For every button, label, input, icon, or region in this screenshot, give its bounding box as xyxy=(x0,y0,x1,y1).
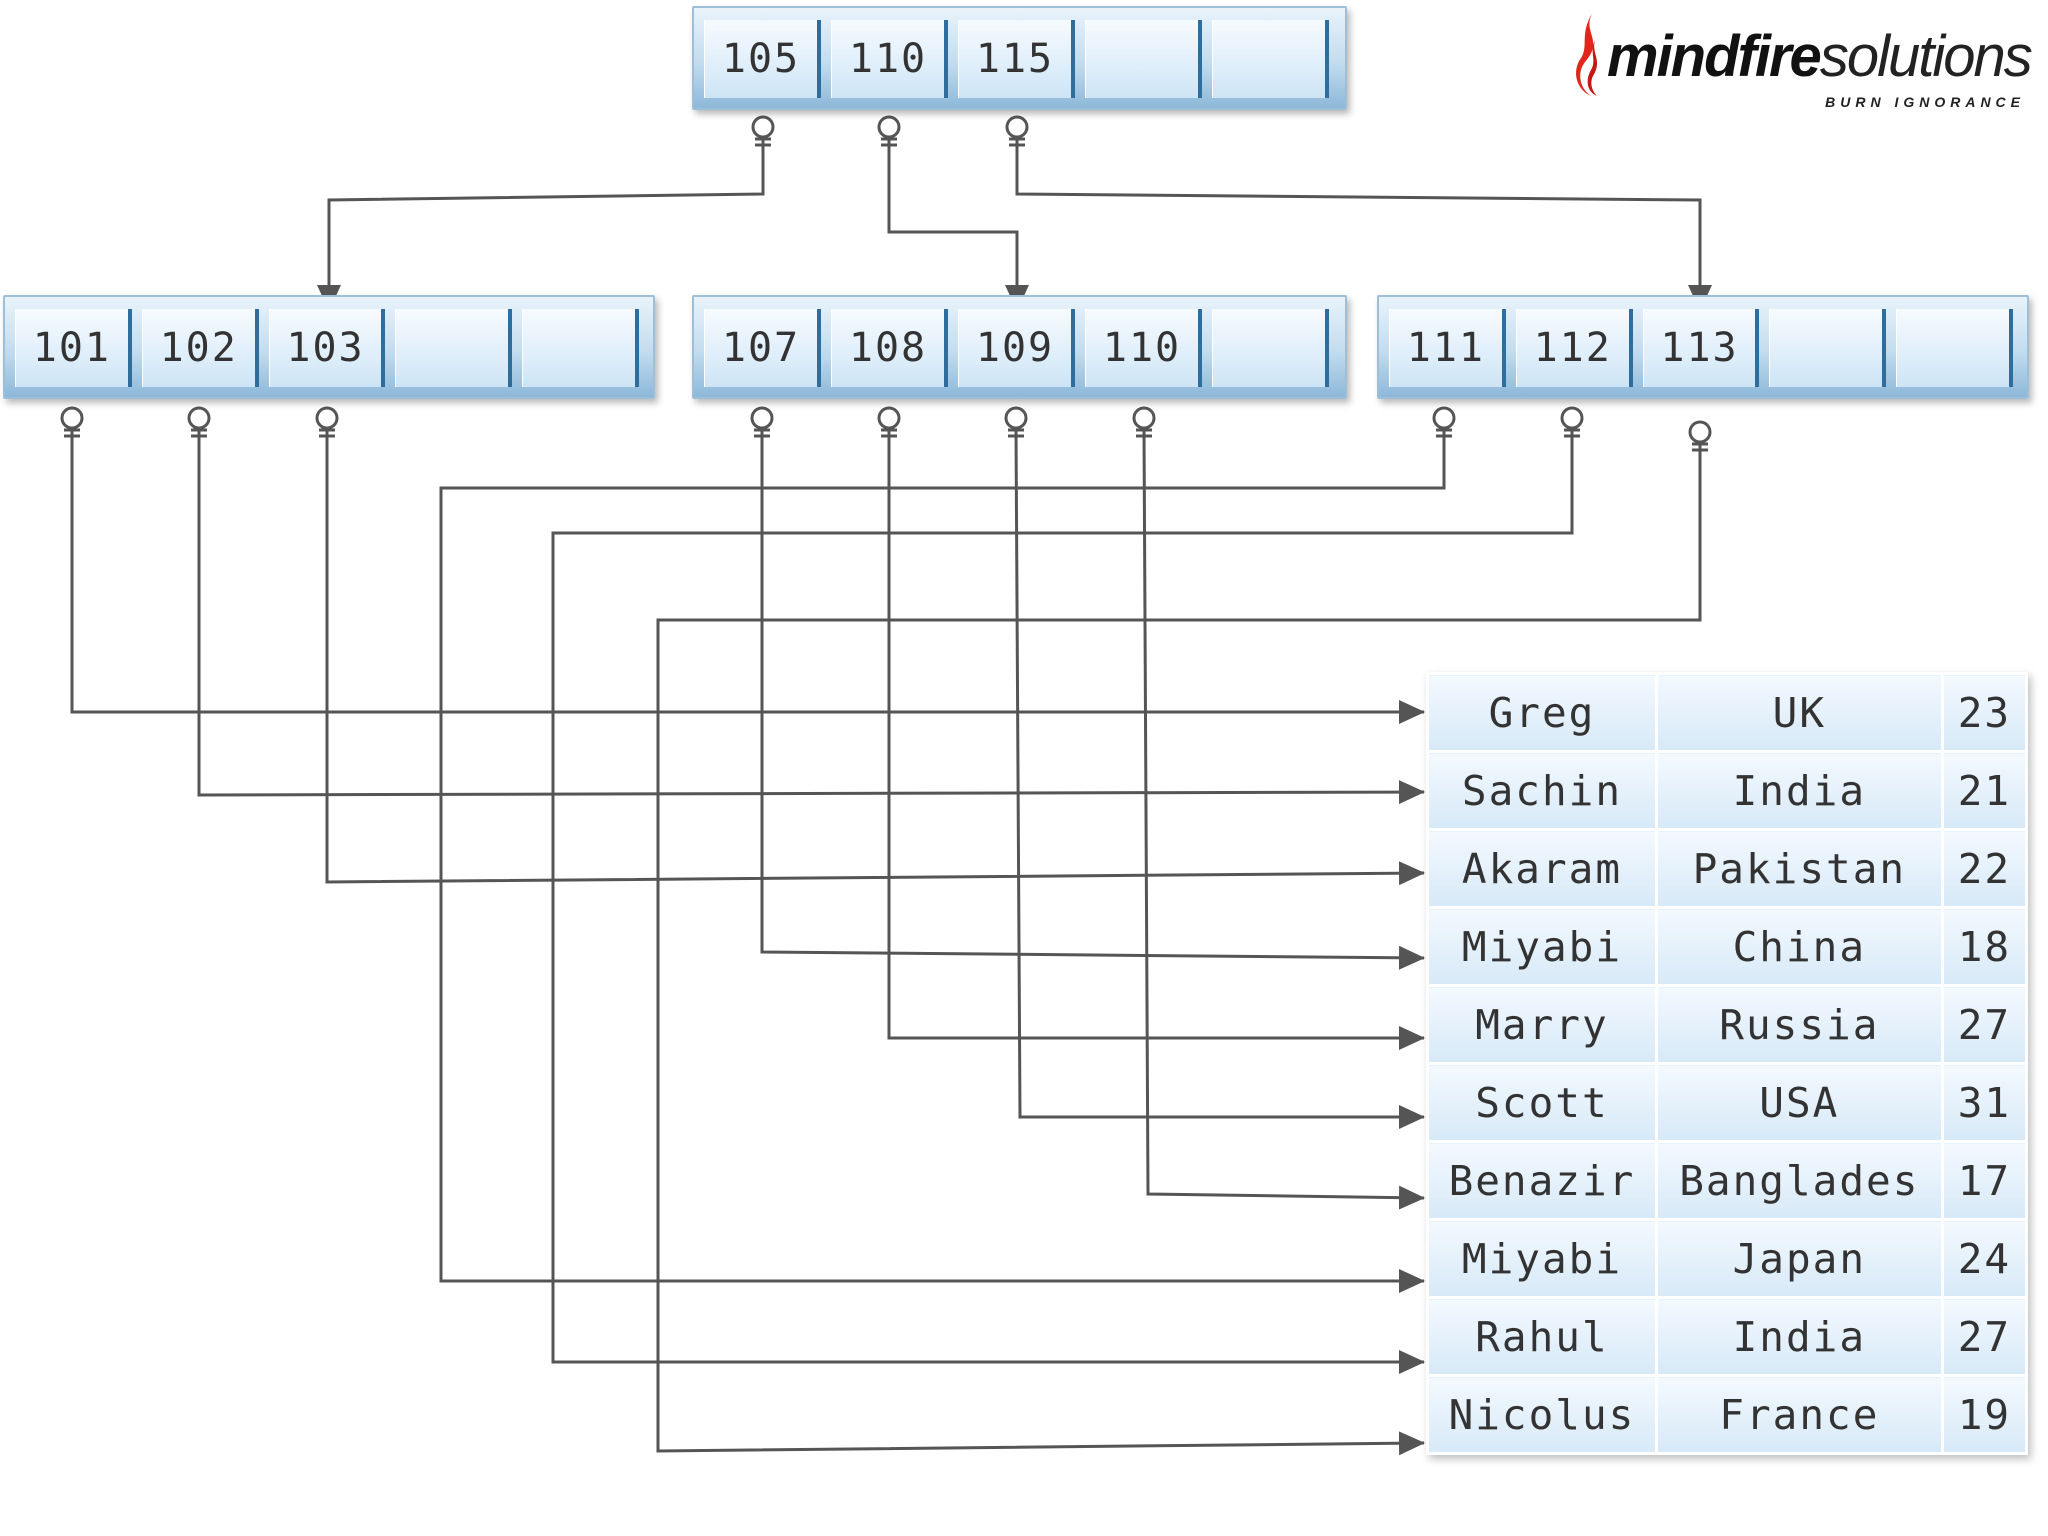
cell-country: France xyxy=(1654,1374,1944,1455)
cell-country: India xyxy=(1654,1296,1944,1377)
cell-country: India xyxy=(1654,750,1944,831)
cell-name: Miyabi xyxy=(1426,906,1658,987)
leaf-key-cell xyxy=(1212,309,1329,387)
root-key-cell xyxy=(1085,20,1202,98)
connector-101-to-row xyxy=(70,430,1425,724)
connector-port xyxy=(1560,406,1584,430)
cell-age: 24 xyxy=(1940,1218,2029,1299)
flame-icon xyxy=(1576,12,1598,96)
logo-brand-text: mindfire xyxy=(1607,24,1822,89)
leaf-key-cell: 112 xyxy=(1515,309,1633,387)
connector-103-to-row xyxy=(325,430,1425,886)
connector-port xyxy=(1688,420,1712,444)
cell-country: UK xyxy=(1654,672,1944,753)
cell-country: Japan xyxy=(1654,1218,1944,1299)
cell-country: USA xyxy=(1654,1062,1944,1143)
leaf-key-cell: 107 xyxy=(704,309,821,387)
root-node: 105 110 115 xyxy=(692,6,1347,110)
connector-port xyxy=(1432,406,1456,430)
cell-name: Sachin xyxy=(1426,750,1658,831)
cell-country: Pakistan xyxy=(1654,828,1944,909)
connector-port xyxy=(877,406,901,430)
connector-port xyxy=(187,406,211,430)
root-key-cell: 105 xyxy=(704,20,821,98)
logo-suffix-text: solutions xyxy=(1819,24,2033,89)
cell-age: 27 xyxy=(1940,984,2029,1065)
leaf-node-3: 111 112 113 xyxy=(1377,295,2029,399)
root-key-cell xyxy=(1212,20,1329,98)
connector-109-to-row xyxy=(1014,429,1425,1129)
cell-country: Russia xyxy=(1654,984,1944,1065)
cell-country: Banglades xyxy=(1654,1140,1944,1221)
leaf-key-cell: 109 xyxy=(958,309,1075,387)
connector-port xyxy=(60,406,84,430)
cell-age: 19 xyxy=(1940,1374,2029,1455)
connector-port xyxy=(315,406,339,430)
cell-name: Greg xyxy=(1426,672,1658,753)
cell-name: Akaram xyxy=(1426,828,1658,909)
cell-age: 21 xyxy=(1940,750,2029,831)
connector-108-to-row xyxy=(887,430,1425,1050)
leaf-key-cell: 103 xyxy=(268,309,386,387)
root-key-cell: 115 xyxy=(958,20,1075,98)
connector-root-to-leaf1 xyxy=(317,140,765,311)
cell-name: Nicolus xyxy=(1426,1374,1658,1455)
connector-port xyxy=(1005,115,1029,139)
cell-country: China xyxy=(1654,906,1944,987)
cell-age: 17 xyxy=(1940,1140,2029,1221)
leaf-key-cell xyxy=(1896,309,2013,387)
connector-port xyxy=(1004,406,1028,430)
connector-110-to-row xyxy=(1142,429,1425,1210)
connector-102-to-row xyxy=(197,430,1425,805)
cell-age: 27 xyxy=(1940,1296,2029,1377)
leaf-key-cell: 102 xyxy=(141,309,259,387)
connector-113-to-row xyxy=(656,444,1702,1456)
logo-wordmark: mindfiresolutions xyxy=(1607,28,2033,86)
connector-port xyxy=(877,115,901,139)
leaf-key-cell xyxy=(522,309,639,387)
cell-age: 23 xyxy=(1940,672,2029,753)
connector-port xyxy=(1132,406,1156,430)
connector-root-to-leaf3 xyxy=(1015,140,1712,311)
cell-name: Marry xyxy=(1426,984,1658,1065)
company-logo: mindfiresolutions BURN IGNORANCE xyxy=(1565,10,2035,120)
cell-age: 31 xyxy=(1940,1062,2029,1143)
leaf-key-cell: 113 xyxy=(1642,309,1760,387)
leaf-key-cell: 111 xyxy=(1389,309,1506,387)
connector-port xyxy=(751,115,775,139)
leaf-key-cell: 110 xyxy=(1085,309,1202,387)
connector-107-to-row xyxy=(760,430,1425,970)
connector-root-to-leaf2 xyxy=(887,140,1029,311)
cell-age: 22 xyxy=(1940,828,2029,909)
leaf-key-cell: 101 xyxy=(15,309,132,387)
connector-111-to-row xyxy=(439,430,1446,1293)
cell-name: Rahul xyxy=(1426,1296,1658,1377)
connector-port xyxy=(750,406,774,430)
root-key-cell: 110 xyxy=(831,20,948,98)
leaf-key-cell xyxy=(1769,309,1887,387)
cell-name: Benazir xyxy=(1426,1140,1658,1221)
leaf-key-cell xyxy=(395,309,513,387)
leaf-node-1: 101 102 103 xyxy=(3,295,655,399)
leaf-key-cell: 108 xyxy=(831,309,948,387)
logo-tagline: BURN IGNORANCE xyxy=(1825,94,2025,110)
leaf-node-2: 107 108 109 110 xyxy=(692,295,1347,399)
cell-age: 18 xyxy=(1940,906,2029,987)
cell-name: Scott xyxy=(1426,1062,1658,1143)
cell-name: Miyabi xyxy=(1426,1218,1658,1299)
connector-112-to-row xyxy=(551,430,1574,1374)
